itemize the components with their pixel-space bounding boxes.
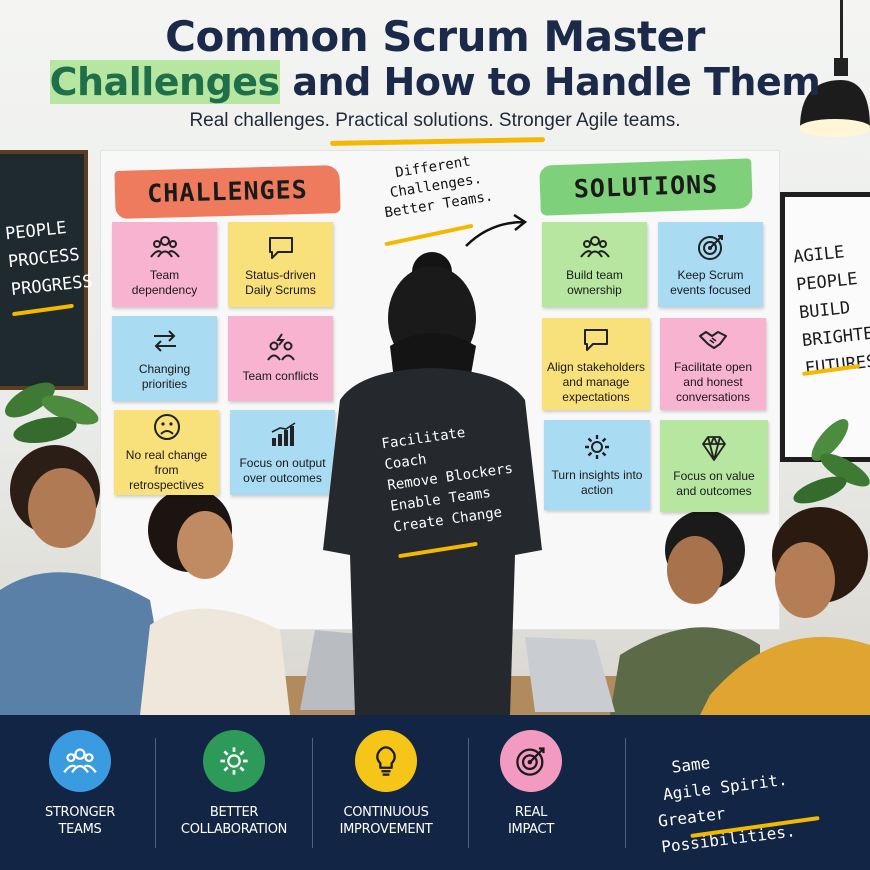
page-subtitle: Real challenges. Practical solutions. St… bbox=[189, 110, 681, 131]
challenge-label: Focus on output over outcomes bbox=[239, 455, 326, 485]
title-highlight: Challenges bbox=[49, 60, 280, 104]
pendant-lamp-icon bbox=[799, 58, 870, 137]
left-board-text: PEOPLE PROCESS PROGRESS bbox=[4, 212, 94, 304]
challenges-banner: CHALLENGES bbox=[114, 165, 341, 219]
solution-label: Facilitate open and honest conversations bbox=[673, 359, 753, 404]
page-title-line2: Challenges and How to Handle Them bbox=[0, 60, 870, 104]
laptop-icon bbox=[525, 637, 615, 712]
solution-note-insights: Turn insights into action bbox=[544, 420, 650, 510]
page-title-line1: Common Scrum Master bbox=[165, 12, 705, 61]
feature-label: CONTINUOUS IMPROVEMENT bbox=[339, 805, 433, 837]
challenge-label: Changing priorities bbox=[138, 361, 191, 391]
left-chalkboard: PEOPLE PROCESS PROGRESS bbox=[0, 150, 94, 390]
divider bbox=[625, 738, 626, 848]
arrows-swap-icon bbox=[150, 326, 180, 356]
challenge-label: Status-driven Daily Scrums bbox=[245, 267, 316, 297]
challenge-label: Team dependency bbox=[131, 267, 198, 297]
title-rest: and How to Handle Them bbox=[279, 60, 821, 104]
target-icon bbox=[500, 730, 562, 792]
gear-icon bbox=[582, 432, 612, 462]
feature-label: REAL IMPACT bbox=[508, 805, 554, 837]
challenge-note-team-conflicts: Team conflicts bbox=[228, 316, 333, 401]
feature-continuous-improvement: CONTINUOUS IMPROVEMENT bbox=[316, 730, 456, 838]
divider bbox=[155, 738, 156, 848]
bottom-bar bbox=[0, 715, 870, 870]
divider bbox=[468, 738, 469, 848]
laptop-icon bbox=[300, 630, 370, 710]
plant-left-icon bbox=[5, 382, 99, 444]
feature-stronger-teams: STRONGER TEAMS bbox=[10, 730, 150, 838]
challenge-note-team-dependency: Team dependency bbox=[112, 222, 217, 307]
challenge-label: Team conflicts bbox=[242, 369, 319, 383]
feature-label: BETTER COLLABORATION bbox=[180, 805, 288, 837]
solution-note-events-focused: Keep Scrum events focused bbox=[658, 222, 763, 307]
shirt-text: Facilitate Coach Remove Blockers Enable … bbox=[380, 416, 523, 538]
right-board-text: AGILE PEOPLE BUILD BRIGHTER FUTURES bbox=[792, 235, 870, 383]
solution-label: Build team ownership bbox=[566, 267, 623, 297]
audience-left bbox=[0, 445, 290, 715]
solution-label: Align stakeholders and manage expectatio… bbox=[546, 359, 646, 404]
lamp-cord bbox=[840, 0, 843, 60]
target-icon bbox=[696, 232, 726, 262]
challenge-note-changing-priorities: Changing priorities bbox=[112, 316, 217, 401]
challenge-note-retrospectives: No real change from retrospectives bbox=[114, 410, 219, 495]
speaker-figure bbox=[323, 252, 542, 715]
solution-label: Turn insights into action bbox=[551, 468, 643, 497]
solution-note-ownership: Build team ownership bbox=[542, 222, 647, 307]
solution-label: Keep Scrum events focused bbox=[670, 267, 751, 297]
lightbulb-icon bbox=[355, 730, 417, 792]
bar-chart-icon bbox=[268, 420, 298, 450]
challenge-note-output: Focus on output over outcomes bbox=[230, 410, 335, 495]
gear-icon bbox=[203, 730, 265, 792]
team-icon bbox=[579, 232, 610, 262]
challenge-note-status-driven: Status-driven Daily Scrums bbox=[228, 222, 333, 307]
feature-better-collaboration: BETTER COLLABORATION bbox=[164, 730, 304, 838]
conflict-icon bbox=[266, 333, 296, 363]
handshake-icon bbox=[698, 324, 728, 354]
solutions-banner: SOLUTIONS bbox=[539, 158, 753, 216]
solution-note-conversations: Facilitate open and honest conversations bbox=[660, 318, 766, 410]
solution-note-value: Focus on value and outcomes bbox=[660, 420, 768, 512]
arrow-icon bbox=[465, 213, 528, 247]
divider bbox=[312, 738, 313, 848]
solution-note-stakeholders: Align stakeholders and manage expectatio… bbox=[542, 318, 650, 410]
team-icon bbox=[149, 232, 180, 262]
plant-right-icon bbox=[793, 419, 870, 504]
speech-bubble-icon bbox=[581, 324, 611, 354]
diamond-icon bbox=[699, 433, 729, 463]
audience-right bbox=[610, 507, 870, 715]
challenge-label: No real change from retrospectives bbox=[125, 448, 208, 492]
feature-label: STRONGER TEAMS bbox=[44, 805, 116, 837]
speech-bubble-icon bbox=[266, 232, 296, 262]
sad-face-icon bbox=[152, 412, 182, 442]
feature-real-impact: REAL IMPACT bbox=[461, 730, 601, 838]
solution-label: Focus on value and outcomes bbox=[673, 469, 755, 498]
team-icon bbox=[49, 730, 111, 792]
